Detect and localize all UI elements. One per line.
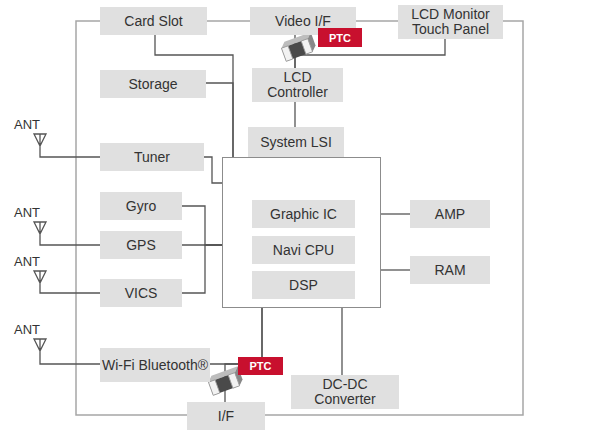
- antenna-label: ANT: [14, 206, 40, 220]
- chip-body: [208, 373, 239, 396]
- component-box: Card Slot: [100, 7, 207, 35]
- antenna-label: ANT: [14, 118, 40, 132]
- component-label: Storage: [128, 77, 177, 92]
- bus-frame: [76, 21, 523, 415]
- component-box: Wi-Fi Bluetooth®: [100, 348, 210, 382]
- component-label: DSP: [289, 278, 318, 293]
- chip-body: [281, 39, 312, 62]
- signal-line: [210, 308, 262, 364]
- component-box: AMP: [410, 200, 490, 228]
- chip-block: System LSIGraphic ICNavi CPUDSP: [222, 157, 381, 308]
- antenna-label: ANT: [14, 323, 40, 337]
- block-heading-tab: System LSI: [248, 127, 344, 157]
- component-box: LCD Monitor Touch Panel: [398, 5, 503, 39]
- component-label: Navi CPU: [273, 243, 334, 258]
- component-label: Graphic IC: [270, 207, 337, 222]
- component-label: LCD Monitor Touch Panel: [398, 7, 503, 37]
- component-label: Wi-Fi Bluetooth®: [102, 358, 208, 373]
- component-tag: PTC: [238, 357, 283, 375]
- component-label: VICS: [125, 286, 158, 301]
- component-label: I/F: [218, 409, 234, 424]
- component-label: DC-DC Converter: [291, 377, 399, 407]
- component-label: GPS: [126, 238, 156, 253]
- chip-component: [280, 32, 318, 61]
- antenna-symbol: [34, 339, 100, 364]
- component-box: Gyro: [100, 192, 182, 220]
- antenna-label: ANT: [14, 255, 40, 269]
- component-box: Navi CPU: [252, 236, 355, 264]
- component-label: Gyro: [126, 199, 156, 214]
- component-label: Video I/F: [275, 14, 331, 29]
- signal-line: [182, 245, 222, 293]
- chip-cap: [281, 46, 292, 62]
- signal-line: [381, 213, 410, 214]
- signal-line: [206, 83, 233, 157]
- component-label: LCD Controller: [252, 70, 343, 100]
- signal-line: [182, 206, 222, 245]
- component-label: AMP: [435, 207, 465, 222]
- antenna-symbol: [34, 271, 100, 293]
- chip-cap: [208, 380, 219, 396]
- component-label: Tuner: [134, 150, 170, 165]
- component-box: LCD Controller: [252, 68, 343, 102]
- component-box: DSP: [252, 271, 355, 299]
- signal-line: [204, 157, 222, 183]
- component-box: DC-DC Converter: [291, 375, 399, 409]
- block-heading: System LSI: [260, 135, 332, 150]
- component-tag: PTC: [318, 28, 362, 47]
- component-box: VICS: [100, 279, 182, 307]
- component-label: RAM: [434, 263, 465, 278]
- component-box: I/F: [187, 402, 265, 430]
- antenna-symbol: [34, 134, 100, 157]
- component-box: Graphic IC: [252, 200, 355, 228]
- antenna-symbols: [34, 134, 100, 364]
- component-label: Card Slot: [124, 14, 182, 29]
- component-box: RAM: [410, 256, 490, 284]
- component-box: Tuner: [100, 143, 204, 171]
- antenna-symbol: [34, 222, 100, 245]
- signal-line: [381, 269, 410, 270]
- signal-line: [341, 308, 342, 375]
- component-box: Storage: [100, 70, 206, 98]
- signal-line: [294, 102, 295, 127]
- chip-cap: [301, 39, 312, 55]
- component-box: GPS: [100, 231, 182, 259]
